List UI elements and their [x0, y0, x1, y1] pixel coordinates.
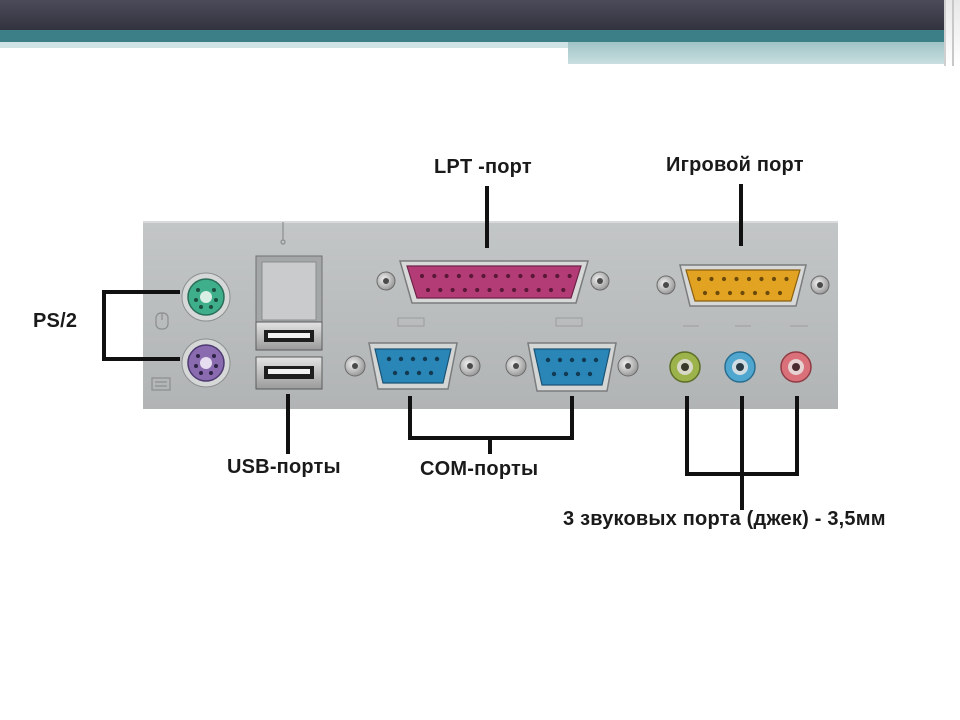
connector-pin	[555, 273, 560, 279]
connector-pin	[524, 287, 529, 293]
lpt-label: LPT -порт	[434, 156, 532, 178]
connector-pin	[696, 276, 702, 282]
ps2-keyboard-port	[181, 338, 231, 388]
connector-pin	[771, 276, 777, 282]
com-port-1	[344, 342, 481, 390]
connector-pin	[759, 276, 764, 282]
connector-pin	[721, 276, 727, 282]
slide-header-bar	[0, 0, 944, 30]
usb-symbol-icon	[280, 222, 286, 245]
connector-pin	[506, 273, 511, 279]
lpt-port	[376, 260, 610, 304]
connector-pin	[561, 287, 566, 293]
audio-callout-line	[685, 396, 799, 510]
connector-pin	[709, 276, 714, 282]
slide-header-stripe-right	[568, 42, 944, 64]
audio-jack-line-out	[724, 351, 756, 383]
connector-pin	[734, 276, 739, 282]
connector-pin	[481, 273, 486, 279]
com-callout-line	[408, 396, 574, 454]
connector-pin	[746, 276, 752, 282]
connector-pin	[765, 290, 770, 296]
ps2-callout-line	[102, 290, 180, 361]
connector-pin	[456, 273, 461, 279]
connector-pin	[425, 287, 431, 293]
game-port	[656, 264, 830, 307]
keyboard-symbol-icon	[151, 377, 171, 391]
audio-jack-mic	[780, 351, 812, 383]
ps2-mouse-port	[181, 272, 231, 322]
mouse-symbol-icon	[155, 312, 169, 330]
connector-pin	[518, 273, 523, 279]
connector-pin	[727, 290, 733, 296]
com-port-2	[505, 342, 639, 392]
slide-header-accent	[0, 30, 944, 42]
connector-pin	[475, 287, 480, 293]
connector-pin	[715, 290, 720, 296]
connector-pin	[752, 290, 758, 296]
connector-pin	[777, 290, 783, 296]
connector-pin	[444, 273, 449, 279]
connector-pin	[493, 273, 498, 279]
connector-pin	[542, 273, 548, 279]
connector-pin	[784, 276, 789, 282]
connector-pin	[530, 273, 535, 279]
connector-pin	[511, 287, 517, 293]
usb-port-stack	[255, 255, 323, 390]
connector-pin	[702, 290, 708, 296]
slide-frame-edge	[944, 0, 960, 66]
connector-pin	[548, 287, 554, 293]
connector-pin	[450, 287, 455, 293]
game-port-label: Игровой порт	[666, 154, 804, 176]
connector-pin	[487, 287, 492, 293]
connector-pin	[438, 287, 443, 293]
connector-pin	[740, 290, 745, 296]
ps2-label: PS/2	[33, 310, 78, 332]
audio-jack-line-in	[669, 351, 701, 383]
connector-pin	[432, 273, 437, 279]
connector-pin	[567, 273, 572, 279]
com-label: COM-порты	[420, 458, 539, 480]
connector-pin	[469, 273, 474, 279]
connector-pin	[499, 287, 504, 293]
connector-pin	[419, 273, 425, 279]
audio-label: 3 звуковых порта (джек) - 3,5мм	[563, 508, 886, 530]
connector-pin	[462, 287, 467, 293]
connector-pin	[536, 287, 541, 293]
usb-label: USB-порты	[227, 456, 341, 478]
slide-header-stripe	[0, 42, 568, 48]
